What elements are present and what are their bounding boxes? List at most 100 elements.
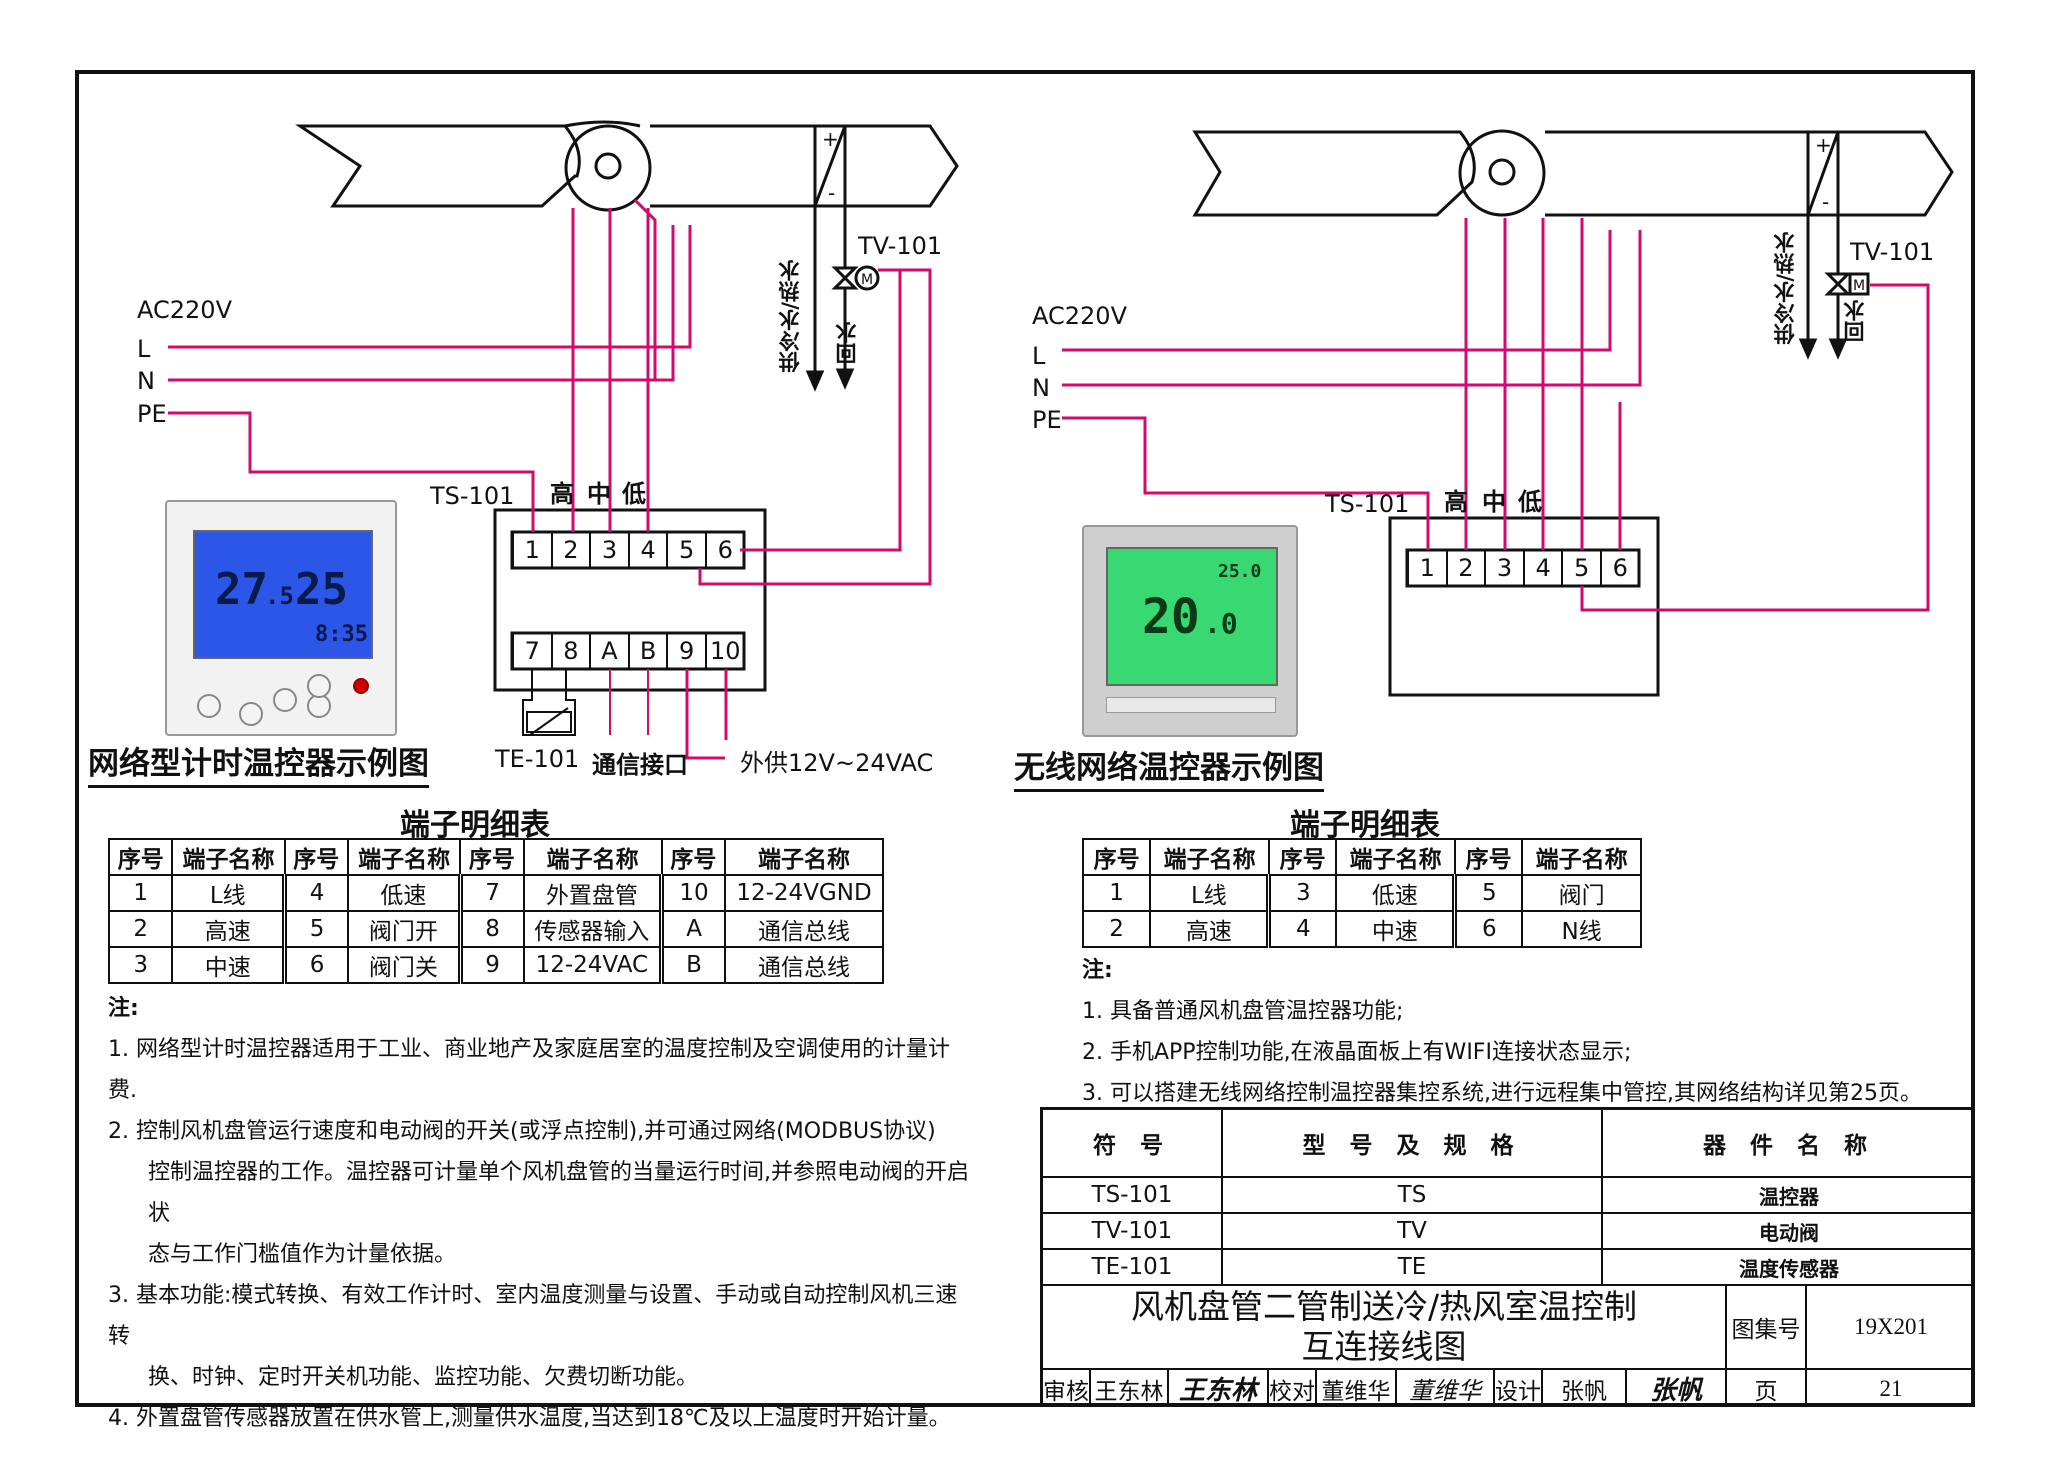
tb-device-name: 温控器 xyxy=(1603,1178,1975,1214)
page-number: 21 xyxy=(1879,1375,1903,1401)
drawing-title-line1: 风机盘管二管制送冷/热风室温控制 xyxy=(1130,1287,1638,1326)
thermo-button xyxy=(307,694,331,718)
tb-header-name: 器 件 名 称 xyxy=(1603,1110,1975,1178)
table-header: 端子名称 xyxy=(1149,838,1270,876)
table-cell: 阀门 xyxy=(1521,874,1642,912)
terminal-3: 3 xyxy=(589,532,628,568)
table-header: 序号 xyxy=(1453,838,1524,876)
left-thermostat-image: 27 .5 25 8:35 xyxy=(165,500,397,736)
table-cell: 低速 xyxy=(347,874,463,912)
table-cell: 高速 xyxy=(1149,910,1272,948)
terminal-2: 2 xyxy=(550,532,590,568)
terminal-9: 9 xyxy=(666,633,705,669)
right-table-title: 端子明细表 xyxy=(1290,808,1440,843)
table-cell: N线 xyxy=(1521,910,1642,948)
table-cell: 1 xyxy=(1081,874,1152,912)
wire xyxy=(698,268,932,586)
table-header: 序号 xyxy=(1267,838,1338,876)
left-controller-label: TS-101 xyxy=(430,482,515,510)
table-cell: 8 xyxy=(459,910,525,948)
left-note: 控制温控器的工作。温控器可计量单个风机盘管的当量运行时间,并参照电动阀的开启状 xyxy=(148,1160,969,1226)
left-thermostat-lcd: 27 .5 25 8:35 xyxy=(193,530,373,659)
thermo-button-bar xyxy=(1106,697,1276,713)
right-return-label: 回水 xyxy=(1843,300,1867,342)
reviewer-signature: 王东林 xyxy=(1169,1370,1269,1407)
right-speed-high: 高 xyxy=(1444,488,1468,516)
right-line-pe: PE xyxy=(1032,406,1062,434)
table-cell: 12-24VAC xyxy=(522,946,665,984)
left-wires xyxy=(168,198,932,760)
left-note: 3. 基本功能:模式转换、有效工作计时、室内温度测量与设置、手动或自动控制风机三… xyxy=(108,1283,958,1349)
tb-header-model: 型 号 及 规 格 xyxy=(1223,1110,1603,1178)
table-cell: 中速 xyxy=(1335,910,1458,948)
table-cell: 10 xyxy=(660,874,727,912)
tb-header-symbol: 符 号 xyxy=(1043,1110,1223,1178)
table-cell: 3 xyxy=(1267,874,1338,912)
atlas-number: 19X201 xyxy=(1807,1286,1975,1370)
left-line-l: L xyxy=(137,335,151,363)
designer-signature: 张帆 xyxy=(1627,1370,1727,1407)
right-caption: 无线网络温控器示例图 xyxy=(1014,742,1324,792)
terminal-6: 6 xyxy=(1600,550,1639,586)
table-cell: 传感器输入 xyxy=(522,910,665,948)
terminal-1: 1 xyxy=(512,532,551,568)
reviewer-name: 王东林 xyxy=(1091,1370,1169,1407)
table-cell: 12-24VGND xyxy=(724,874,884,912)
right-thermostat-lcd: 25.0 20 .0 xyxy=(1106,547,1278,686)
checker-name: 董维华 xyxy=(1317,1370,1397,1407)
terminal-5: 5 xyxy=(1561,550,1600,586)
svg-text:M: M xyxy=(861,272,873,288)
left-speed-low: 低 xyxy=(622,480,646,508)
wire xyxy=(168,411,535,532)
left-lcd-time: 8:35 xyxy=(315,622,368,647)
table-header: 序号 xyxy=(283,838,350,876)
thermo-button xyxy=(239,702,263,726)
right-wires xyxy=(1062,218,1930,612)
right-speed-low: 低 xyxy=(1518,488,1542,516)
thermo-button xyxy=(307,674,331,698)
right-notes-title: 注: xyxy=(1082,958,1113,983)
tb-symbol: TV-101 xyxy=(1043,1214,1223,1250)
thermo-button xyxy=(273,688,297,712)
table-header: 序号 xyxy=(660,838,727,876)
tb-symbol: TE-101 xyxy=(1043,1250,1223,1286)
terminal-B: B xyxy=(627,633,667,669)
checker-signature: 董维华 xyxy=(1397,1370,1495,1407)
left-lcd-temp2: 25 xyxy=(295,564,348,615)
table-cell: B xyxy=(660,946,727,984)
te-101-sensor-symbol xyxy=(522,669,576,736)
wire xyxy=(740,268,902,552)
right-line-l: L xyxy=(1032,342,1046,370)
right-line-n: N xyxy=(1032,374,1050,402)
table-cell: 阀门关 xyxy=(347,946,463,984)
left-speed-high: 高 xyxy=(550,480,574,508)
atlas-label: 图集号 xyxy=(1727,1286,1807,1370)
table-cell: 5 xyxy=(1453,874,1524,912)
table-cell: 外置盘管 xyxy=(522,874,665,912)
tb-model: TE xyxy=(1223,1250,1603,1286)
svg-text:+: + xyxy=(1815,133,1832,157)
right-controller-box xyxy=(1388,516,1660,697)
terminal-7: 7 xyxy=(512,633,551,669)
left-line-n: N xyxy=(137,367,155,395)
svg-text:+: + xyxy=(822,127,839,151)
table-header: 端子名称 xyxy=(522,838,663,876)
right-lcd-temp: 20 xyxy=(1142,589,1200,645)
right-lcd-temp-dec: .0 xyxy=(1204,607,1238,640)
terminal-1: 1 xyxy=(1407,550,1446,586)
left-controller-box xyxy=(493,508,767,692)
right-valve-label: TV-101 xyxy=(1850,238,1935,266)
right-note: 1. 具备普通风机盘管温控器功能; xyxy=(1082,999,1404,1024)
table-header: 端子名称 xyxy=(171,838,286,876)
left-lcd-temp1-dec: .5 xyxy=(265,582,294,610)
tb-symbol: TS-101 xyxy=(1043,1178,1223,1214)
left-speed-mid: 中 xyxy=(587,480,611,508)
left-note: 态与工作门槛值作为计量依据。 xyxy=(148,1242,457,1267)
terminal-8: 8 xyxy=(550,633,590,669)
